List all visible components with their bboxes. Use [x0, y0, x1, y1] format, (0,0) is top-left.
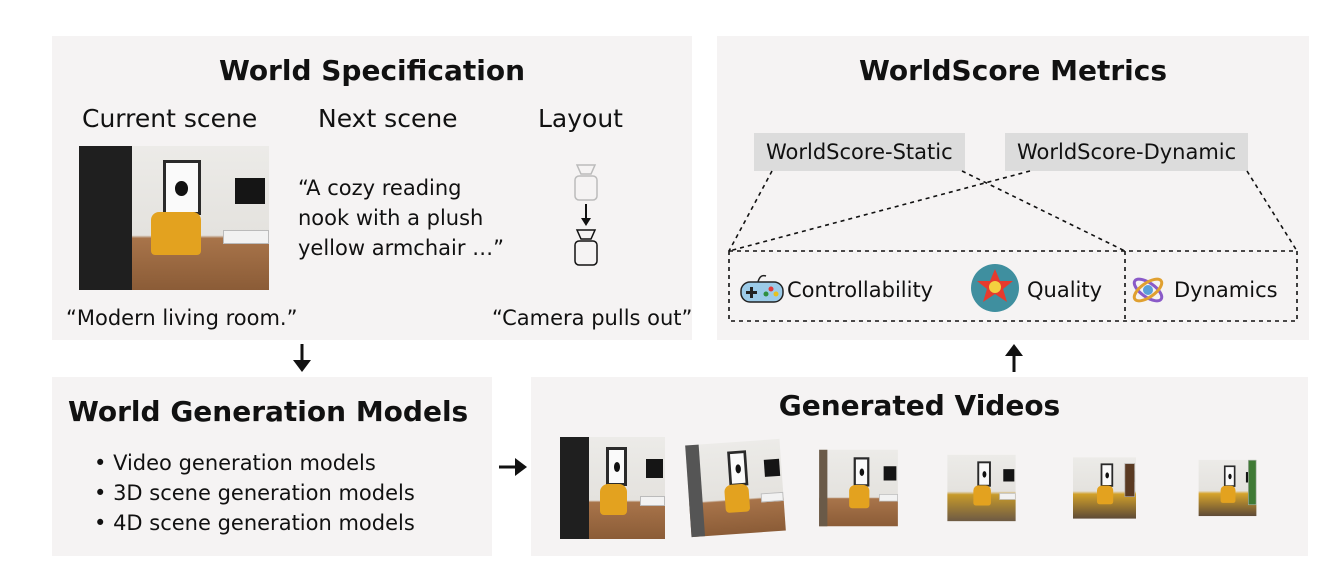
next-scene-header: Next scene	[318, 104, 458, 133]
worldscore-static-tag: WorldScore-Static	[754, 133, 965, 171]
layout-header: Layout	[538, 104, 623, 133]
controllability-label: Controllability	[787, 278, 934, 302]
medal-icon	[971, 264, 1019, 312]
next-scene-line-2: nook with a plush	[298, 206, 484, 230]
current-scene-caption: “Modern living room.”	[66, 306, 298, 330]
gamepad-icon	[740, 274, 784, 303]
video-frame	[1052, 437, 1157, 539]
worldscore-metrics-title: WorldScore Metrics	[858, 54, 1168, 87]
world-generation-models-panel: World Generation Models • Video generati…	[52, 377, 492, 556]
list-item: • 3D scene generation models	[94, 481, 415, 505]
current-scene-header: Current scene	[82, 104, 258, 133]
video-frame	[560, 437, 665, 539]
current-scene-image	[79, 146, 269, 290]
worldscore-dynamic-tag: WorldScore-Dynamic	[1005, 133, 1249, 171]
video-frame	[929, 437, 1034, 539]
metrics-connector-lines	[728, 170, 1298, 322]
video-frame	[1175, 437, 1280, 539]
video-frame	[806, 437, 911, 539]
next-scene-line-3: yellow armchair …”	[298, 236, 505, 260]
right-arrow	[499, 458, 527, 476]
orbit-icon	[1132, 277, 1164, 303]
layout-caption: “Camera pulls out”	[492, 306, 693, 330]
list-item: • 4D scene generation models	[94, 511, 415, 535]
up-arrow	[1005, 344, 1023, 372]
video-frame	[683, 437, 788, 539]
list-item: • Video generation models	[94, 451, 376, 475]
dynamics-label: Dynamics	[1174, 278, 1278, 302]
camera-layout-icon	[574, 164, 598, 266]
world-specification-panel: World Specification Current scene Next s…	[52, 36, 692, 340]
down-arrow	[293, 344, 311, 372]
world-generation-models-title: World Generation Models	[68, 395, 469, 428]
worldscore-metrics-panel: WorldScore Metrics WorldScore-Static Wor…	[717, 36, 1309, 340]
quality-label: Quality	[1027, 278, 1103, 302]
world-specification-title: World Specification	[218, 54, 526, 87]
generated-videos-title: Generated Videos	[778, 389, 1061, 422]
next-scene-line-1: “A cozy reading	[298, 176, 462, 200]
